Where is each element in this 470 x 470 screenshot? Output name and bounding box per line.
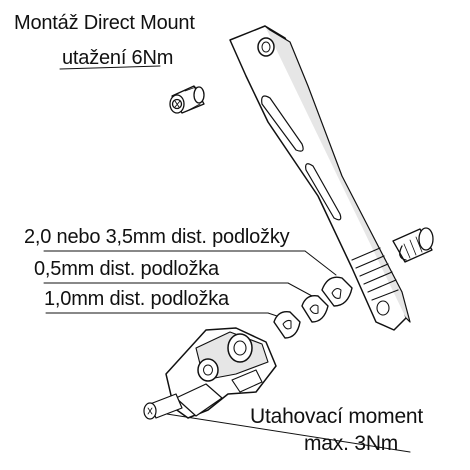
caliper-bracket-icon: [165, 327, 277, 419]
leader-direct-mount: [59, 65, 161, 70]
spacer-medium-icon: [301, 295, 329, 323]
mounting-bolt-icon: [392, 227, 434, 263]
brake-adapter-arm-icon: [229, 25, 411, 331]
leader-lines: [43, 65, 411, 453]
spacer-large-icon: [321, 276, 353, 307]
leader-torque: [153, 411, 411, 453]
leader-spacer-a-tail: [304, 250, 337, 276]
leader-spacer-b-tail: [287, 282, 313, 297]
direct-mount-screw-icon: [169, 85, 205, 114]
spacer-2-3-5mm-label: 2,0 nebo 3,5mm dist. podložky: [24, 226, 290, 248]
spacer-small-icon: [273, 311, 301, 339]
max-torque-label: max. 3Nm: [304, 432, 399, 455]
tightening-torque-label: Utahovací moment: [250, 405, 424, 428]
spacer-1-0mm-label: 1,0mm dist. podložka: [44, 288, 229, 310]
caliper-screw-icon: [143, 393, 183, 420]
direct-mount-label: Montáž Direct Mount: [14, 12, 195, 34]
direct-mount-torque-label: utažení 6Nm: [62, 47, 174, 69]
spacer-0-5mm-label: 0,5mm dist. podložka: [34, 258, 219, 280]
